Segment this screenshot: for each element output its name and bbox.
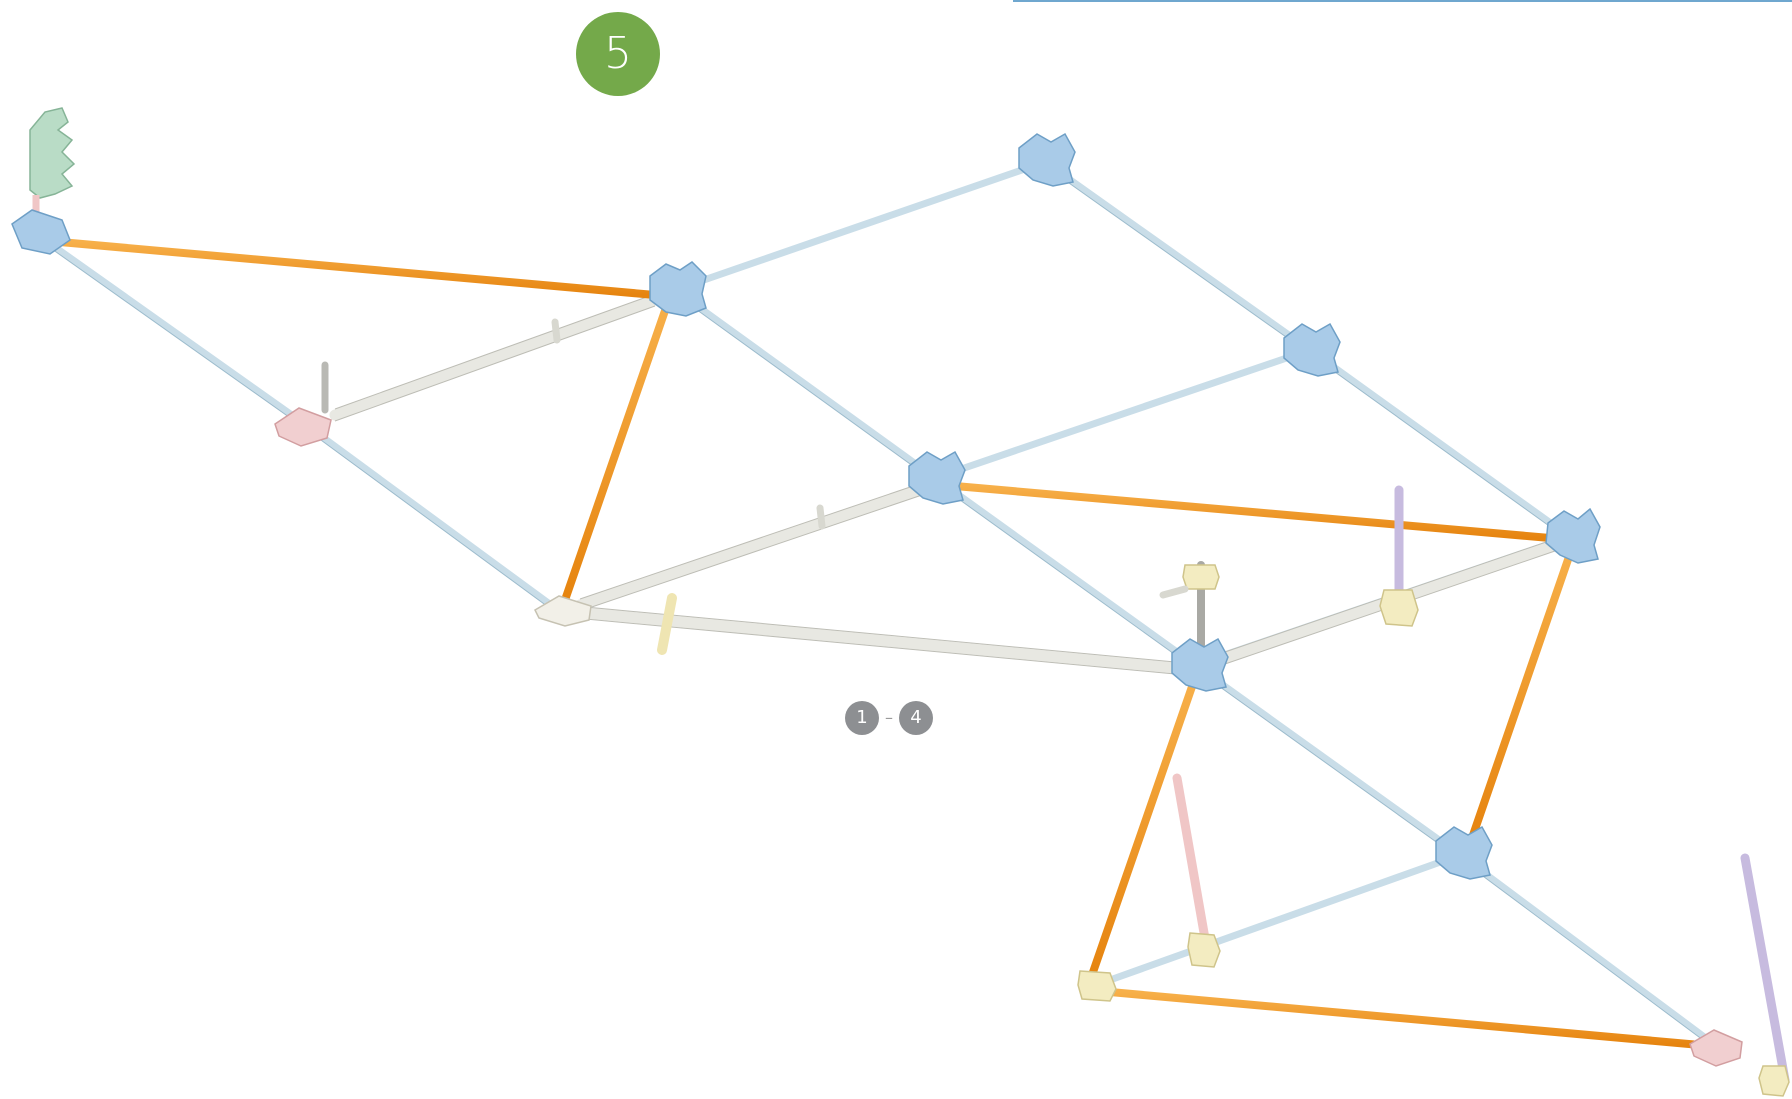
rod-d [931, 474, 1199, 669]
rod-orange-b [561, 298, 672, 604]
rod-white-b [574, 482, 931, 611]
blue-connector-icon [1018, 132, 1076, 187]
yellow-connector-icon [1758, 1065, 1790, 1097]
pink-connector-icon [1689, 1029, 1743, 1067]
step-number-badge: 5 [576, 12, 660, 96]
rod-orange-d [1468, 544, 1576, 842]
orange-rods [56, 238, 1704, 1049]
page-top-rule [1013, 0, 1792, 2]
post-white-1 [551, 318, 561, 344]
rod-e [1041, 158, 1314, 354]
range-end-badge: 4 [899, 701, 933, 735]
white-connector-icon [534, 595, 592, 627]
rod-l [1106, 851, 1464, 984]
yellow-connector-icon [1077, 970, 1117, 1002]
green-fan-blade-icon [29, 107, 76, 222]
rod-orange-f [1106, 988, 1704, 1049]
range-separator: – [885, 708, 893, 727]
parts-range-badges: 1 – 4 [845, 701, 933, 735]
blue-connector-icon [1171, 637, 1229, 692]
post-purple-2 [1740, 853, 1790, 1085]
post-pink-1 [1172, 773, 1212, 955]
rod-orange-c [951, 482, 1554, 542]
rod-f [1306, 346, 1574, 541]
rod-b [306, 424, 559, 612]
rod-c [671, 286, 939, 482]
blue-connector-icon [1545, 507, 1601, 564]
yellow-connector-icon [1187, 932, 1221, 968]
pink-connector-icon [274, 407, 332, 447]
blue-connector-icon [1283, 322, 1341, 377]
rod-j [931, 346, 1314, 482]
blue-connector-icon [649, 261, 707, 317]
range-start-badge: 1 [845, 701, 879, 735]
post-white-2 [816, 504, 826, 530]
rod-white-c [569, 606, 1181, 674]
blue-connector-icon [1435, 825, 1493, 880]
yellow-connector-icon [1159, 564, 1220, 599]
rod-h [1456, 851, 1719, 1049]
yellow-connector-icon [1379, 589, 1419, 627]
lightblue-rods [38, 158, 1719, 1049]
post-yellow-1 [657, 593, 677, 655]
rod-orange-e [1088, 674, 1199, 979]
rod-a [38, 234, 314, 432]
blue-connector-icon [11, 209, 71, 255]
lightblue-rod-edges [41, 165, 1716, 1050]
connectors [11, 132, 1790, 1097]
rod-g [1191, 661, 1464, 859]
rod-orange-a [56, 238, 659, 299]
rod-i [671, 158, 1049, 294]
white-rods [329, 294, 1561, 674]
rod-white-a [329, 294, 661, 421]
blue-connector-icon [908, 450, 966, 505]
